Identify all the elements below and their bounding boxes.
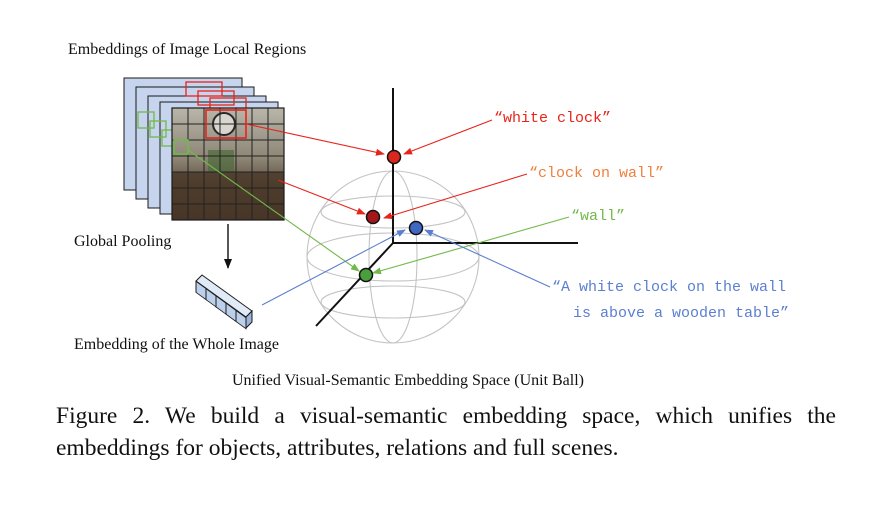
ball-lower-latitude (320, 285, 466, 319)
white-clock-phrase: “white clock” (494, 110, 611, 127)
whole-image-label: Embedding of the Whole Image (74, 336, 279, 353)
red-region-trace (185, 81, 223, 97)
clock-relation-arrow (277, 179, 366, 215)
clock-on-wall-point (365, 209, 381, 225)
whole-image-arrow (261, 229, 406, 306)
sentence-point (408, 220, 424, 236)
wall-phrase: “wall” (571, 208, 625, 225)
image-border (171, 107, 285, 221)
white-clock-point (386, 149, 402, 165)
sentence-phrase-line2: is above a wooden table” (573, 305, 789, 322)
wall-region-box (173, 139, 189, 155)
image-with-grid (171, 107, 285, 221)
sentence-arrow (424, 229, 551, 288)
local-regions-label: Embeddings of Image Local Regions (68, 41, 306, 58)
wall-region-arrow (187, 149, 360, 272)
green-region-trace (149, 120, 167, 138)
x-axis (315, 242, 394, 327)
whole-image-vector (195, 274, 253, 330)
clock-on-wall-phrase: “clock on wall” (529, 165, 664, 182)
axes (315, 88, 578, 327)
wall-phrase-arrow (372, 216, 570, 275)
figure-caption: Figure 2. We build a visual-semantic emb… (56, 403, 836, 461)
region-grid (172, 108, 284, 220)
green-region-trace (137, 111, 155, 129)
vector-cell (235, 309, 247, 330)
space-label: Unified Visual-Semantic Embedding Space … (232, 372, 584, 389)
white-clock-arrow (403, 119, 493, 155)
clock-region-arrow (245, 123, 385, 156)
clock-on-wall-arrow (383, 173, 528, 219)
global-pooling-label: Global Pooling (74, 233, 171, 250)
sentence-phrase-line1: “A white clock on the wall (552, 279, 786, 296)
wall-point (358, 267, 374, 283)
